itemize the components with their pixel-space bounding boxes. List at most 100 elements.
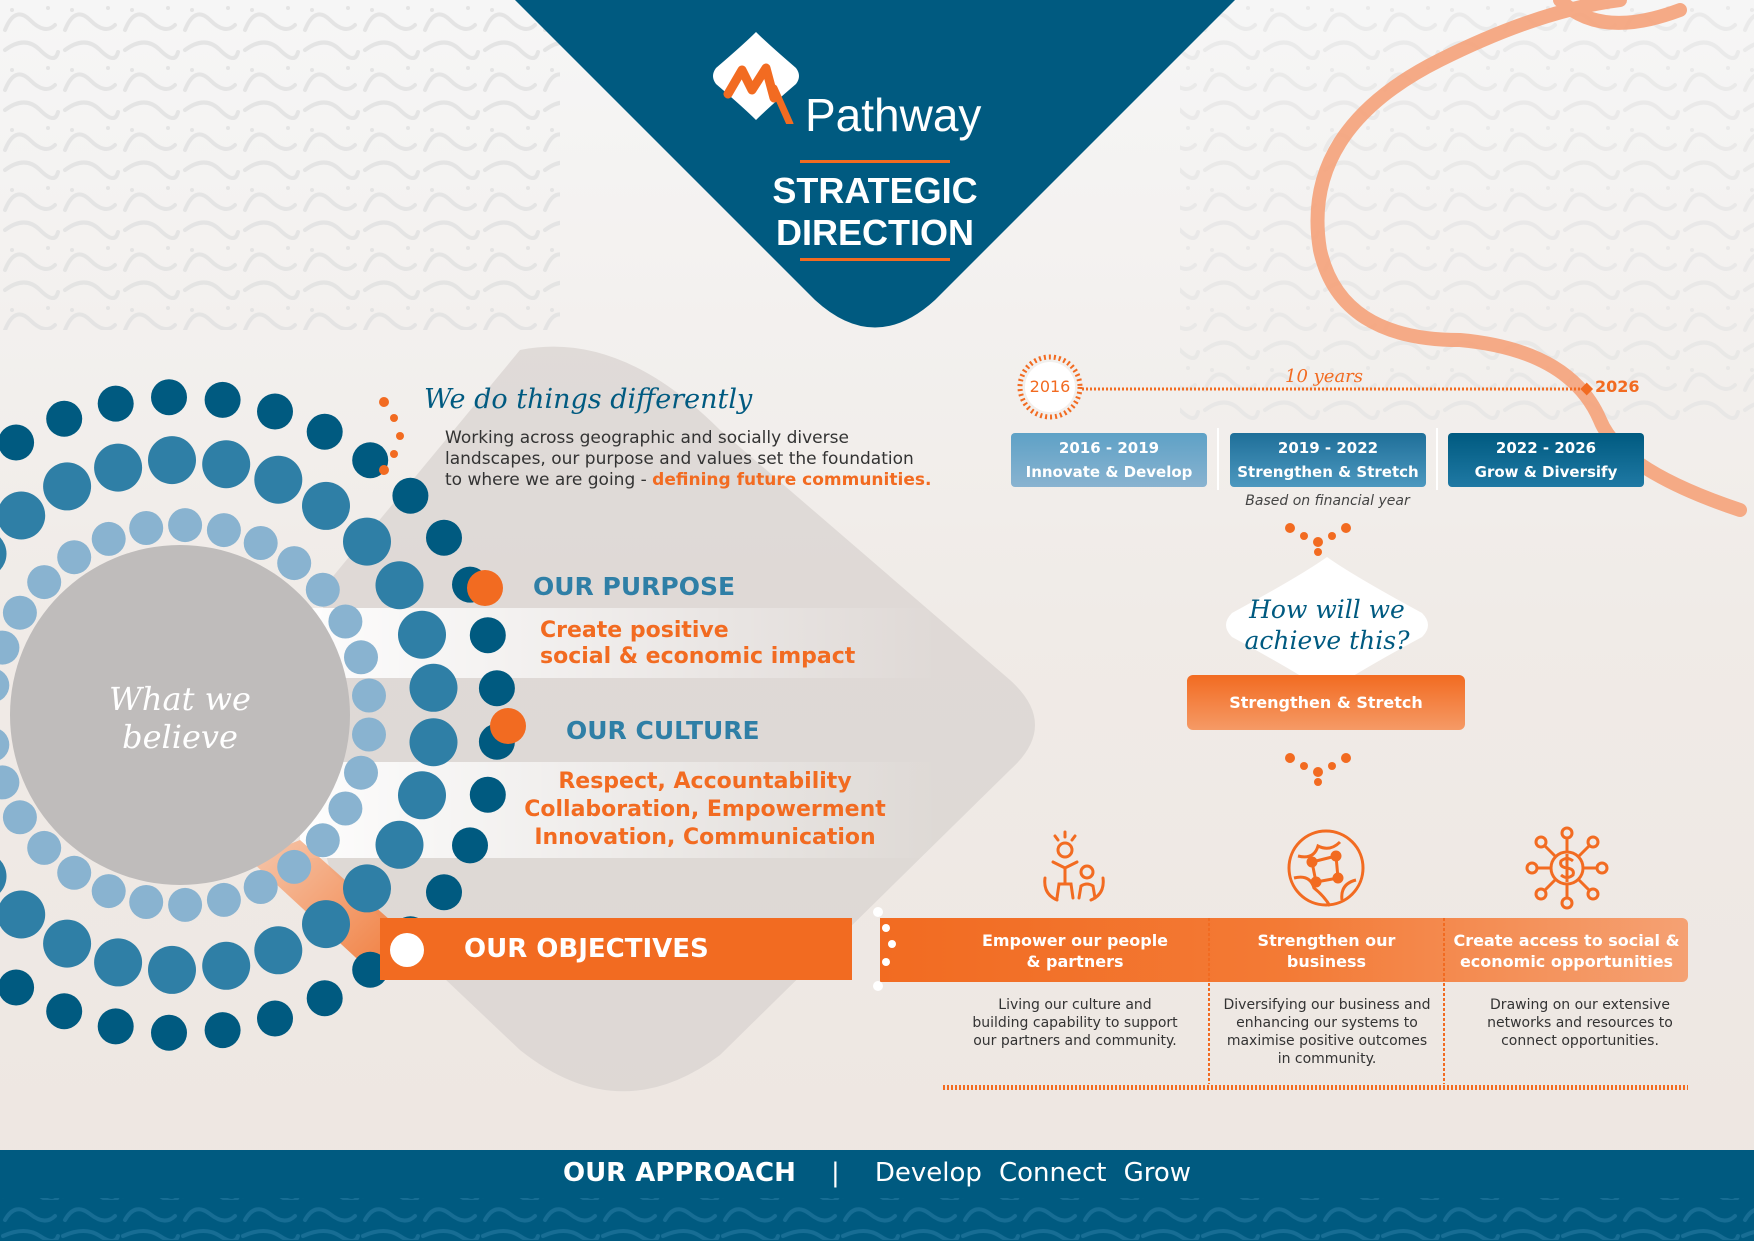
ring-dot xyxy=(206,513,241,548)
ring-dot xyxy=(97,1008,134,1045)
ring-dot xyxy=(328,791,363,826)
ring-dot xyxy=(27,565,62,600)
ring-dot xyxy=(0,729,10,760)
believe-label: What we believe xyxy=(60,680,300,756)
culture-dot-icon xyxy=(490,708,526,744)
ring-dot xyxy=(57,540,92,575)
achieve-dots-top-icon xyxy=(1285,523,1351,556)
ring-dot xyxy=(409,663,458,712)
objectives-divider xyxy=(1208,918,1210,1084)
ring-dot xyxy=(202,440,251,489)
objective-title-2: Strengthen our business xyxy=(1210,930,1443,972)
footer-connect: Connect xyxy=(998,1158,1107,1188)
ring-dot xyxy=(148,436,196,485)
believe-circle xyxy=(10,545,350,885)
ring-dot xyxy=(148,945,196,994)
ring-dot xyxy=(352,951,389,988)
phase-1-years: 2016 - 2019 xyxy=(1058,439,1160,457)
ring-dot xyxy=(344,755,378,790)
ring-dot xyxy=(0,537,7,571)
ring-dot xyxy=(254,455,303,504)
page-title-line2: DIRECTION xyxy=(776,212,974,253)
timeline-span: 10 years xyxy=(1285,366,1364,387)
objective-2-desc-line4: in community. xyxy=(1277,1051,1377,1067)
ring-dot xyxy=(94,443,143,492)
logo-wordmark: Pathway xyxy=(805,89,982,141)
footer-heading: OUR APPROACH xyxy=(562,1158,796,1188)
ring-dot xyxy=(0,765,20,800)
ring-dot xyxy=(97,385,134,422)
ring-dot xyxy=(151,379,187,416)
culture-heading: OUR CULTURE xyxy=(566,716,760,745)
achieve-line1: How will we xyxy=(1249,595,1405,624)
phase-card-1: 2016 - 2019 Innovate & Develop xyxy=(1011,433,1207,487)
ring-dot xyxy=(257,1000,293,1037)
ring-dot xyxy=(452,827,488,864)
objective-2-desc-line2: enhancing our systems to xyxy=(1236,1015,1418,1031)
ring-dot xyxy=(277,849,312,884)
ring-dot xyxy=(57,855,92,890)
page-title-line1: STRATEGIC xyxy=(772,170,978,211)
objective-1-title-line1: Empower our people xyxy=(981,931,1169,950)
timeline-note: Based on financial year xyxy=(1245,493,1410,509)
ring-dot xyxy=(46,993,83,1030)
phase-3-name: Grow & Diversify xyxy=(1474,463,1618,481)
ring-dot xyxy=(469,776,506,813)
phase-divider xyxy=(1217,428,1219,490)
phase-1-name: Innovate & Develop xyxy=(1025,463,1193,481)
ring-dot xyxy=(206,882,241,917)
phase-card-3: 2022 - 2026 Grow & Diversify xyxy=(1448,433,1644,487)
ring-dot xyxy=(375,820,424,869)
ring-dot xyxy=(306,413,343,450)
objective-2-desc-line1: Diversifying our business and xyxy=(1223,997,1431,1013)
ring-dot xyxy=(204,1012,241,1049)
ring-dot xyxy=(375,561,424,610)
culture-line2: Collaboration, Empowerment xyxy=(524,797,886,822)
ring-dot xyxy=(243,870,278,904)
ring-dot xyxy=(306,980,343,1017)
ring-dot xyxy=(398,610,446,659)
objective-3-desc-line1: Drawing on our extensive xyxy=(1490,997,1670,1013)
ring-dot xyxy=(305,572,340,607)
timeline-start: 2016 xyxy=(1029,377,1071,396)
page-title: STRATEGIC DIRECTION xyxy=(700,170,1050,254)
objective-2-title-line1: Strengthen our xyxy=(1257,931,1396,950)
achieve-line2: achieve this? xyxy=(1244,626,1410,655)
achieve-dots-bottom-icon xyxy=(1285,753,1351,786)
culture-line3: Innovation, Communication xyxy=(534,825,876,850)
header-banner xyxy=(515,0,1235,328)
ring-dot xyxy=(352,678,386,713)
ring-dot xyxy=(0,969,35,1006)
phase-2-years: 2019 - 2022 xyxy=(1277,439,1379,457)
objectives-band xyxy=(880,918,1688,982)
ring-dot xyxy=(328,604,363,639)
intro-dots-icon xyxy=(379,397,404,475)
strengthen-stretch-button[interactable]: Strengthen & Stretch xyxy=(1187,675,1465,730)
dollar-network-icon xyxy=(1525,826,1609,910)
ring-dot xyxy=(352,717,386,752)
ring-dot xyxy=(343,517,391,566)
title-rule-bottom xyxy=(800,258,950,261)
phase-card-2: 2019 - 2022 Strengthen & Stretch xyxy=(1230,433,1426,487)
phase-3-years: 2022 - 2026 xyxy=(1495,439,1597,457)
objective-1-desc-line3: our partners and community. xyxy=(973,1033,1177,1049)
purpose-heading: OUR PURPOSE xyxy=(533,572,736,601)
phase-divider xyxy=(1436,428,1438,490)
ring-dot xyxy=(254,926,303,975)
purpose-line1: Create positive xyxy=(540,618,729,643)
people-icon xyxy=(1043,830,1105,902)
footer-separator: | xyxy=(830,1158,840,1188)
footer-approach: OUR APPROACH | Develop Connect Grow xyxy=(0,1158,1754,1188)
purpose-line2: social & economic impact xyxy=(540,644,856,669)
intro-highlight: defining future communities. xyxy=(652,470,932,490)
ring-dot xyxy=(129,885,164,919)
intro-line1: Working across geographic and socially d… xyxy=(445,428,849,448)
ring-dot xyxy=(343,864,391,913)
believe-dot-rings xyxy=(0,379,515,1051)
ring-dot xyxy=(43,919,92,968)
ring-dot xyxy=(426,874,462,911)
objectives-heading: OUR OBJECTIVES xyxy=(464,934,709,964)
objective-3-desc-line3: connect opportunities. xyxy=(1501,1033,1659,1049)
ring-dot xyxy=(277,546,312,581)
objectives-dots-icon xyxy=(873,907,896,991)
